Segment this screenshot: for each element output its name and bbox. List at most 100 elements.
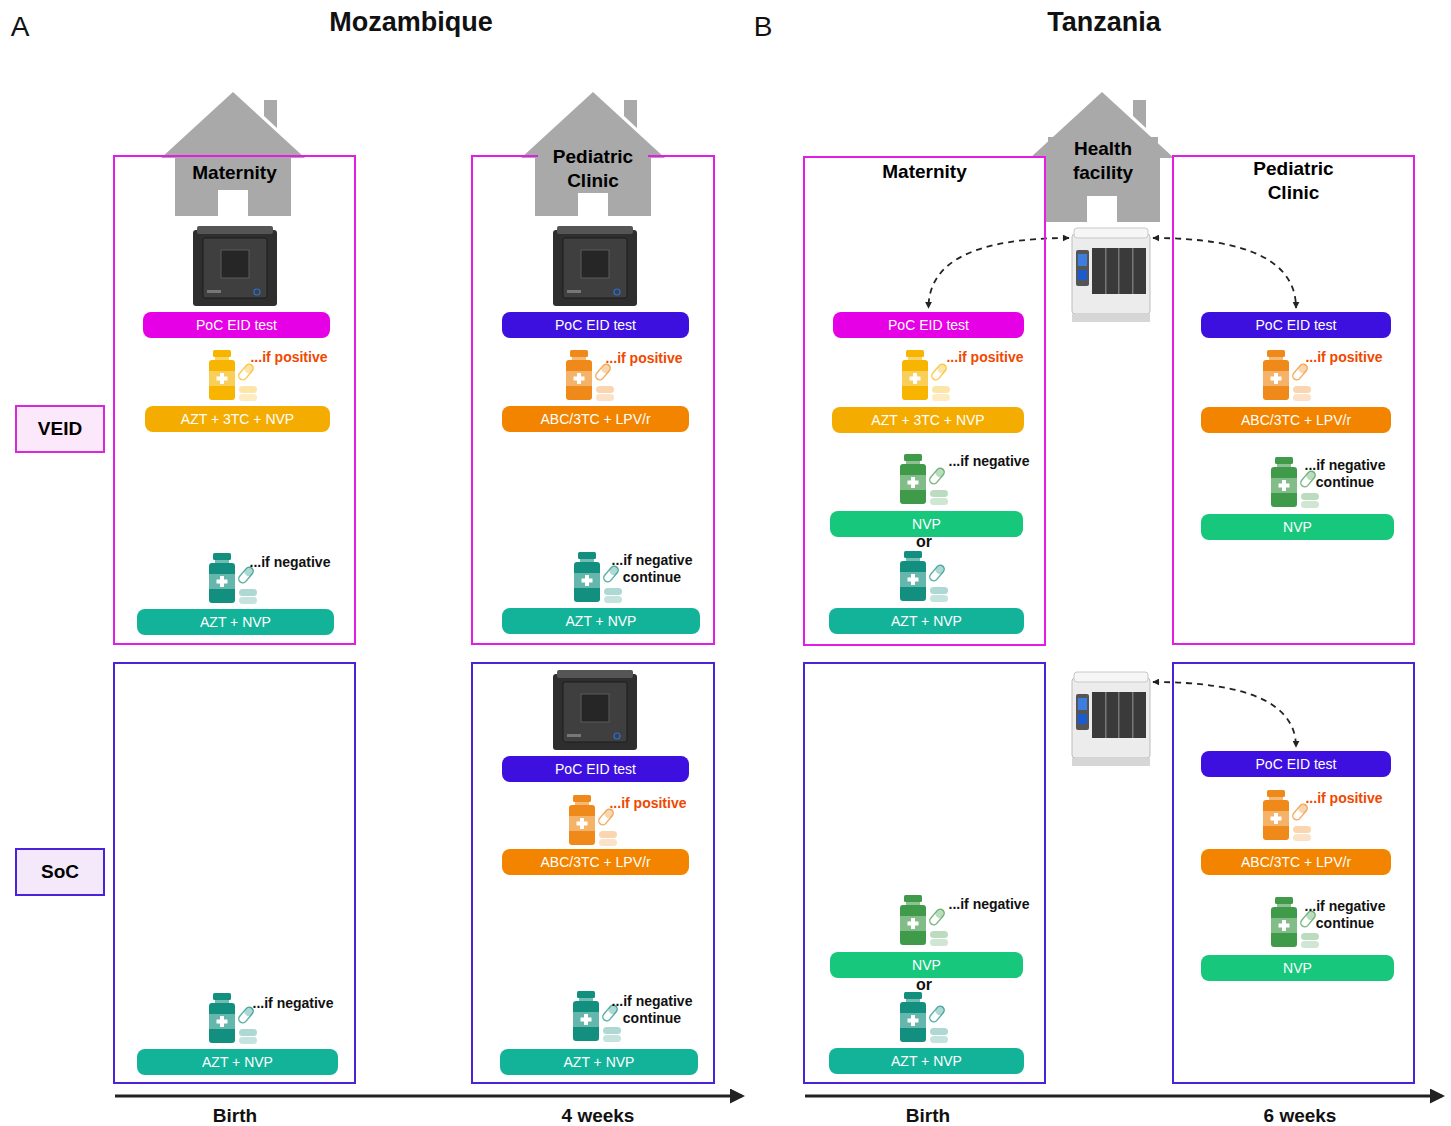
regimen-text: AZT + NVP <box>200 614 271 630</box>
regimen-text: AZT + NVP <box>566 613 637 629</box>
facility-name: Pediatric Clinic <box>1239 157 1349 205</box>
group-label-box: VEID <box>15 405 105 453</box>
heading-label: 4 weeks <box>543 1105 653 1126</box>
regimen-text: PoC EID test <box>1256 317 1337 333</box>
timeline-arrow <box>115 1095 742 1098</box>
heading-label: Mozambique <box>281 6 541 38</box>
condition-note: ...if positive <box>930 349 1040 366</box>
medicine-bottle <box>900 454 948 505</box>
condition-note: ...if negative <box>934 453 1044 470</box>
regimen-pill: ABC/3TC + LPV/r <box>502 849 689 875</box>
facility-name: Maternity <box>180 161 290 185</box>
regimen-pill: AZT + NVP <box>829 1048 1024 1074</box>
analyser-device <box>1072 672 1150 766</box>
setting-box: MaternityPoC EID testAZT + 3TC + NVP AZT … <box>113 155 356 645</box>
heading-label: Birth <box>190 1105 280 1126</box>
group-label-box: SoC <box>15 848 105 896</box>
regimen-pill: ABC/3TC + LPV/r <box>1201 407 1391 433</box>
regimen-pill: AZT + NVP <box>137 609 334 635</box>
medicine-bottle <box>209 993 257 1044</box>
timeline-arrow <box>115 1095 1442 1098</box>
analyser-node <box>1072 672 1150 767</box>
condition-note: ...if negative <box>235 554 345 571</box>
setting-box: NVP AZT + NVP <box>803 662 1046 1084</box>
heading-label: B <box>743 10 783 44</box>
medicine-bottle <box>209 350 257 401</box>
mpima-device <box>553 670 637 750</box>
condition-note: ...if negative continue <box>1294 898 1396 932</box>
regimen-text: NVP <box>1283 519 1312 535</box>
regimen-text: ABC/3TC + LPV/r <box>1241 412 1351 428</box>
mpima-device <box>193 226 277 306</box>
regimen-text: AZT + NVP <box>891 613 962 629</box>
facility-name: Health facility <box>1048 137 1158 185</box>
regimen-text: PoC EID test <box>1256 756 1337 772</box>
regimen-pill: PoC EID test <box>833 312 1024 338</box>
heading-label: Tanzania <box>994 6 1214 38</box>
regimen-pill: AZT + NVP <box>502 608 700 634</box>
setting-box: MaternityPoC EID testAZT + 3TC + NVP NVP A… <box>803 156 1046 646</box>
group-label: VEID <box>38 417 82 441</box>
condition-note: or <box>909 975 939 994</box>
medicine-bottle <box>1263 790 1311 841</box>
house-icon <box>1030 92 1174 222</box>
heading-label: 6 weeks <box>1245 1105 1355 1126</box>
dashed-arrow <box>1153 238 1296 308</box>
mpima-device <box>553 226 637 306</box>
regimen-text: PoC EID test <box>888 317 969 333</box>
heading-label: Birth <box>883 1105 973 1126</box>
medicine-bottle <box>209 350 1319 1044</box>
regimen-text: AZT + NVP <box>202 1054 273 1070</box>
regimen-pill: NVP <box>1201 514 1394 540</box>
condition-note: ...if positive <box>593 795 703 812</box>
heading-label: A <box>0 10 40 44</box>
condition-note: ...if positive <box>1289 349 1399 366</box>
regimen-pill: AZT + NVP <box>137 1049 338 1075</box>
condition-note: ...if positive <box>589 350 699 367</box>
condition-note: ...if negative continue <box>601 552 703 586</box>
medicine-bottle <box>902 350 950 401</box>
condition-note: ...if negative <box>238 995 348 1012</box>
setting-box: AZT + NVP <box>113 662 356 1084</box>
medicine-bottle <box>1263 350 1311 401</box>
regimen-pill: AZT + NVP <box>500 1049 698 1075</box>
medicine-bottle <box>900 895 948 946</box>
regimen-pill: AZT + 3TC + NVP <box>832 407 1024 433</box>
regimen-pill: PoC EID test <box>502 312 689 338</box>
regimen-pill: PoC EID test <box>1201 751 1391 777</box>
regimen-pill: ABC/3TC + LPV/r <box>502 406 689 432</box>
regimen-text: ABC/3TC + LPV/r <box>1241 854 1351 870</box>
facility-name: Maternity <box>870 160 980 184</box>
timeline-arrow <box>805 1095 1442 1098</box>
regimen-pill: AZT + NVP <box>829 608 1024 634</box>
condition-note: ...if negative <box>934 896 1044 913</box>
regimen-text: PoC EID test <box>196 317 277 333</box>
regimen-text: AZT + 3TC + NVP <box>181 411 294 427</box>
regimen-text: NVP <box>1283 960 1312 976</box>
house-icon <box>161 92 305 216</box>
medicine-bottle <box>900 551 948 602</box>
condition-note: ...if negative continue <box>1294 457 1396 491</box>
regimen-text: AZT + 3TC + NVP <box>871 412 984 428</box>
regimen-pill: NVP <box>1201 955 1394 981</box>
facility-name: Pediatric Clinic <box>538 145 648 193</box>
regimen-text: NVP <box>912 957 941 973</box>
condition-note: ...if negative continue <box>601 993 703 1027</box>
regimen-pill: ABC/3TC + LPV/r <box>1201 849 1391 875</box>
setting-box: Pediatric ClinicPoC EID testABC/3TC + LP… <box>1172 155 1415 645</box>
dashed-arrow <box>1153 682 1296 747</box>
regimen-pill: PoC EID test <box>1201 312 1391 338</box>
analyser-device <box>1072 228 1150 766</box>
condition-note: or <box>909 532 939 551</box>
regimen-pill: PoC EID test <box>502 756 689 782</box>
regimen-text: AZT + NVP <box>891 1053 962 1069</box>
regimen-pill: PoC EID test <box>143 312 330 338</box>
regimen-text: AZT + NVP <box>564 1054 635 1070</box>
regimen-text: ABC/3TC + LPV/r <box>540 854 650 870</box>
analyser-device <box>1072 228 1150 322</box>
regimen-pill: AZT + 3TC + NVP <box>145 406 330 432</box>
regimen-text: NVP <box>912 516 941 532</box>
medicine-bottle <box>900 992 948 1043</box>
analyser-node <box>1072 228 1150 323</box>
setting-box: PoC EID testABC/3TC + LPV/rNVP <box>1172 662 1415 1084</box>
